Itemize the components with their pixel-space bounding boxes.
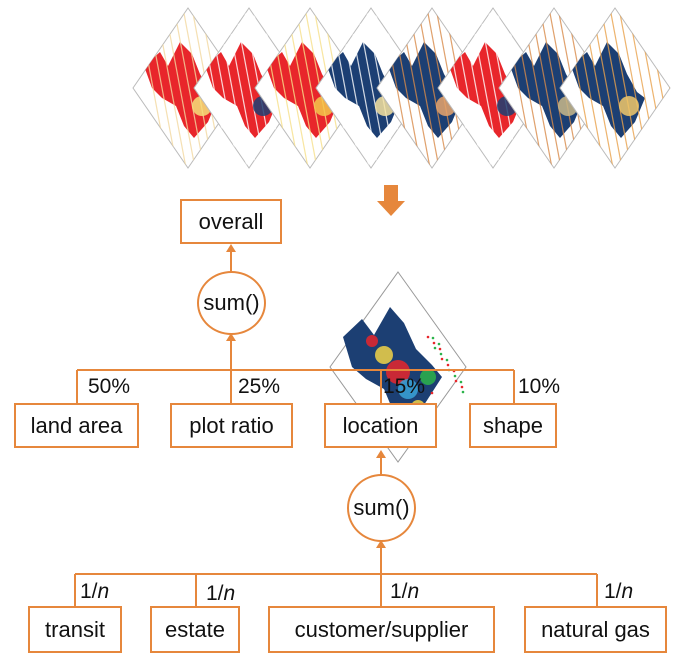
weight-customer-supplier: 1/n [390,580,420,603]
plot-ratio-node: plot ratio [170,403,293,448]
weight-natural-gas: 1/n [604,580,634,603]
weight-shape: 10% [518,375,561,398]
land-area-node: land area [14,403,139,448]
customer-supplier-node: customer/supplier [268,606,495,653]
weight-land-area: 50% [88,375,131,398]
transit-node: transit [28,606,122,653]
overall-node: overall [180,199,282,244]
weight-estate: 1/n [206,582,236,605]
natural-gas-node: natural gas [524,606,667,653]
estate-node: estate [150,606,240,653]
weight-location: 15% [383,375,426,398]
down-arrow-icon [377,185,405,216]
shape-node: shape [469,403,557,448]
connector-lines [74,246,598,606]
map-tile [559,7,671,169]
location-node: location [324,403,437,448]
weight-transit: 1/n [80,580,110,603]
sum-bottom-node: sum() [347,474,416,542]
sum-top-node: sum() [197,271,266,335]
weight-plot-ratio: 25% [238,375,281,398]
